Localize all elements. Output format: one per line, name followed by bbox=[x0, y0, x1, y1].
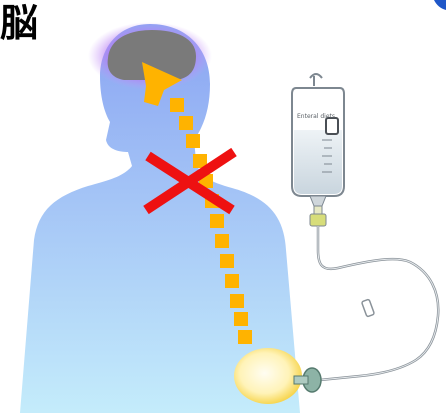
brain-label: 脳 bbox=[0, 0, 38, 46]
feeding-bag-icon: Enteral diets bbox=[292, 74, 344, 226]
stomach-icon bbox=[234, 348, 302, 404]
corner-mark bbox=[430, 0, 446, 14]
tube-clip bbox=[362, 299, 375, 317]
feeding-bag-label: Enteral diets bbox=[297, 113, 335, 120]
